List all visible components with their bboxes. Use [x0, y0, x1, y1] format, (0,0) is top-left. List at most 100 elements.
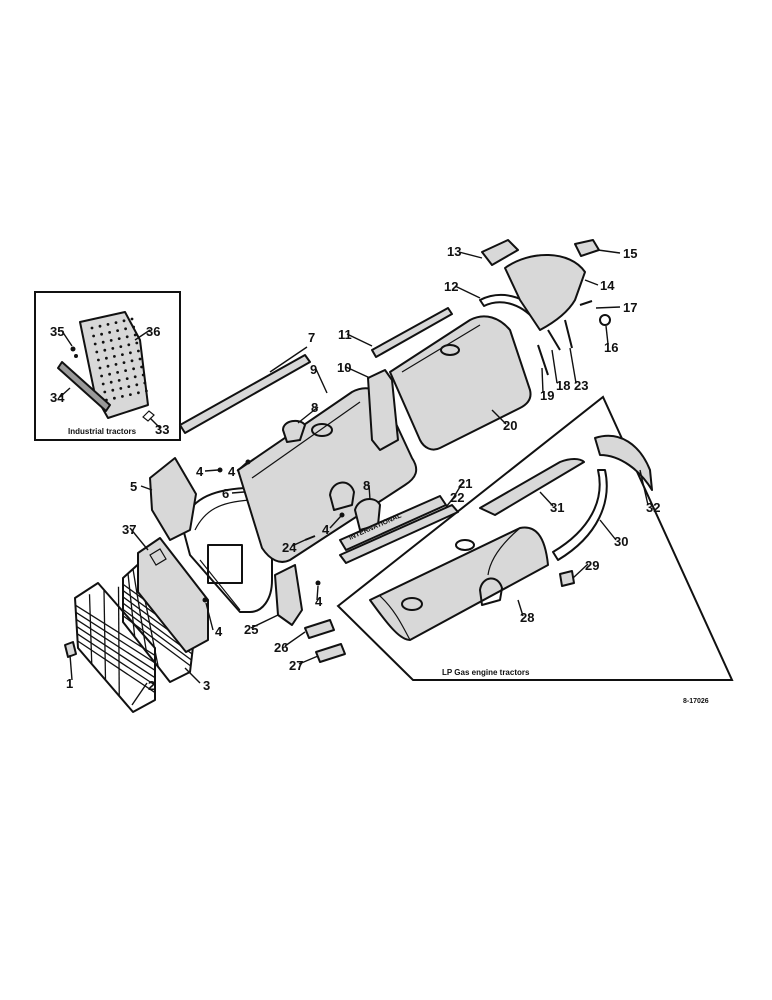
- perforation-dot: [101, 382, 105, 386]
- callout-37: 37: [122, 522, 136, 537]
- perforation-dot: [132, 325, 136, 329]
- perforation-dot: [143, 381, 147, 385]
- leader-line: [205, 602, 214, 631]
- lp-gas-inset: LP Gas engine tractors: [336, 395, 734, 681]
- perforation-dot: [90, 326, 94, 330]
- perforation-dot: [119, 345, 123, 348]
- callout-10: 10: [337, 360, 351, 375]
- leader-line: [250, 614, 279, 629]
- perforation-dot: [135, 383, 139, 387]
- leader-line: [204, 469, 219, 472]
- leader-line: [539, 491, 554, 507]
- callout-15: 15: [623, 246, 637, 261]
- leader-lines: [59, 249, 649, 706]
- bracket-13: [481, 239, 519, 266]
- perforation-dot: [129, 393, 132, 396]
- leader-line: [445, 495, 456, 508]
- screen-37: [137, 537, 209, 653]
- panel-31: [479, 458, 585, 516]
- vent-27: [315, 643, 346, 663]
- leader-line: [269, 346, 308, 373]
- perforation-dot: [108, 331, 111, 334]
- perforation-dot: [103, 390, 107, 394]
- callout-3: 3: [203, 678, 210, 693]
- callout-17: 17: [623, 300, 637, 315]
- callout-9: 9: [310, 362, 317, 377]
- callout-36: 36: [146, 324, 160, 339]
- strip-21: [339, 504, 459, 564]
- perforation-dot: [132, 367, 136, 371]
- band-30: [552, 469, 608, 561]
- callout-30: 30: [614, 534, 628, 549]
- grille-8-lower: [354, 498, 381, 531]
- fastener-4e: [315, 580, 321, 586]
- callout-34: 34: [50, 390, 65, 405]
- perforation-pattern: [90, 317, 148, 402]
- perforation-dot: [127, 343, 131, 347]
- perforation-dot: [116, 329, 119, 332]
- fastener-4a: [217, 467, 223, 473]
- perforation-dot: [141, 373, 145, 377]
- leader-line: [298, 655, 319, 665]
- perforation-dot: [109, 380, 113, 384]
- callout-27: 27: [289, 658, 303, 673]
- callout-35: 35: [50, 324, 64, 339]
- perforation-dot: [133, 333, 137, 337]
- cowl-14: [504, 254, 586, 331]
- grille-2-slat: [76, 633, 156, 686]
- perforation-dot: [125, 335, 129, 339]
- perforation-dot: [135, 341, 139, 345]
- callout-18: 18: [556, 378, 570, 393]
- clip-1: [64, 641, 77, 658]
- callout-4d: 4: [322, 522, 330, 537]
- leader-line: [140, 485, 153, 491]
- perforation-dot: [121, 353, 124, 356]
- perforation-dot: [106, 323, 110, 326]
- leader-line: [236, 462, 247, 472]
- pin-24: [304, 535, 316, 541]
- lp-gas-caption: LP Gas engine tractors: [442, 668, 530, 677]
- perforation-dot: [127, 385, 131, 388]
- rear-hood-20: [389, 315, 532, 451]
- vent-26: [304, 619, 335, 639]
- perforation-dot: [129, 351, 132, 355]
- perforation-dot: [137, 391, 140, 395]
- perforation-dot: [125, 377, 129, 380]
- callout-4b: 4: [228, 464, 236, 479]
- perforation-dot: [100, 374, 103, 378]
- perforation-dot: [114, 363, 118, 366]
- bolt-35: [70, 346, 76, 352]
- grille-2-slat: [75, 611, 156, 664]
- perforation-dot: [113, 355, 116, 358]
- perforation-dot: [138, 357, 142, 361]
- leader-line: [134, 329, 151, 341]
- industrial-tractors-inset: Industrial tractors: [34, 291, 181, 441]
- bar-23: [564, 319, 573, 349]
- leader-line: [491, 409, 507, 425]
- clip-33: [142, 410, 155, 422]
- callout-23: 23: [574, 378, 588, 393]
- callout-26: 26: [274, 640, 288, 655]
- bracket-29: [559, 570, 575, 587]
- callout-13: 13: [447, 244, 461, 259]
- perforation-dot: [111, 388, 115, 392]
- fastener-4c: [202, 597, 208, 603]
- callout-1: 1: [66, 676, 73, 691]
- main-hood-assembly: INTERNATIONAL: [179, 239, 611, 663]
- callout-14: 14: [600, 278, 615, 293]
- front-grille-assembly: [64, 457, 273, 713]
- leader-line: [458, 251, 483, 259]
- callout-numbers: 1 2 3 4 4 4 4 4 5 6 7 8 8 9 10 11 12 13 …: [50, 244, 660, 693]
- perforation-dot: [92, 334, 95, 338]
- leader-line: [572, 563, 589, 579]
- perforation-dot: [111, 347, 115, 350]
- callout-19: 19: [540, 388, 554, 403]
- perforation-dot: [101, 340, 105, 344]
- leader-line: [517, 599, 524, 617]
- callout-22: 22: [450, 490, 464, 505]
- perforation-dot: [114, 321, 118, 324]
- leader-line: [346, 333, 373, 347]
- grille-2-bar: [88, 594, 93, 665]
- leader-line: [599, 519, 617, 541]
